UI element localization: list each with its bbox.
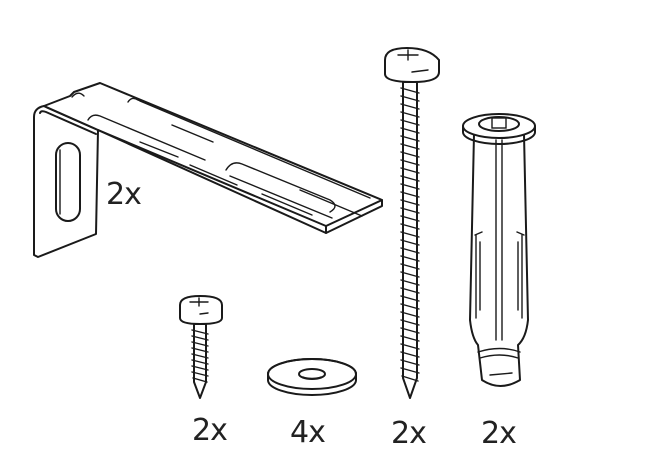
bracket-icon	[33, 82, 383, 258]
washer-icon	[267, 358, 357, 396]
short-screw-icon	[179, 295, 223, 399]
short-screw-quantity: 2x	[192, 413, 228, 448]
long-screw-quantity: 2x	[391, 416, 427, 451]
wall-plug-icon	[462, 113, 536, 387]
washer-quantity: 4x	[290, 415, 326, 450]
bracket-quantity: 2x	[106, 177, 142, 212]
wall-plug-quantity: 2x	[481, 416, 517, 451]
long-screw-icon	[384, 47, 440, 399]
